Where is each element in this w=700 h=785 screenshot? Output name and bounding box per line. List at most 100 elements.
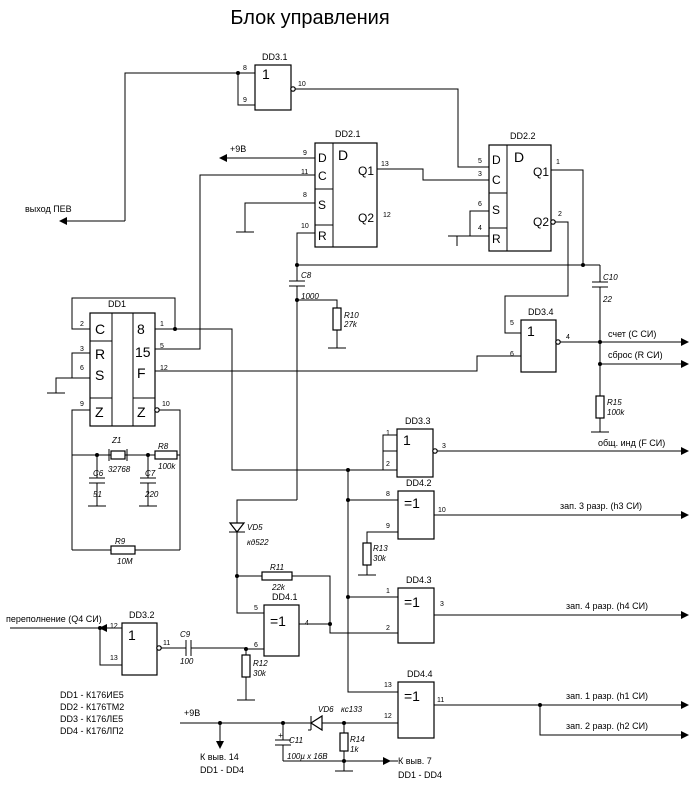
- flipflop-dd2-1-body: [314, 142, 378, 248]
- gate-dd4-2-symbol: =1: [404, 495, 420, 511]
- counter-dd1-name: DD1: [108, 299, 126, 309]
- wires: [10, 71, 689, 772]
- pin-label: 2: [386, 461, 390, 468]
- r11-value: 22k: [271, 583, 286, 592]
- gate-dd3-4-inversion: [555, 339, 561, 345]
- common-output-label: общ. инд (F СИ): [598, 438, 665, 448]
- h3-output-label: зап. 3 разр. (h3 СИ): [560, 501, 642, 511]
- gate-dd3-3-inversion: [432, 448, 438, 454]
- r9-value: 10M: [117, 557, 133, 566]
- gate-dd3-1-name: DD3.1: [262, 52, 288, 62]
- r12-value: 30k: [253, 669, 267, 678]
- pin-label: 10: [298, 81, 306, 88]
- c9-name: C9: [180, 630, 191, 639]
- legend-line: DD2 - К176ТМ2: [60, 702, 124, 712]
- gate-dd3-2: DD3.2 1 12 13 11: [110, 610, 170, 676]
- gate-dd3-4-name: DD3.4: [528, 307, 554, 317]
- r14-value: 1k: [350, 745, 359, 754]
- h2-output-label: зап. 2 разр. (h2 СИ): [566, 721, 648, 731]
- output-z-label: Z: [137, 404, 146, 420]
- gate-dd3-1-inversion: [290, 86, 296, 92]
- overflow-input-label: переполнение (Q4 СИ): [6, 614, 102, 624]
- legend-line: DD4 - К176ЛП2: [60, 726, 124, 736]
- pin-label: 10: [301, 223, 309, 230]
- h1-output-label: зап. 1 разр. (h1 СИ): [566, 691, 648, 701]
- pin-label: 12: [384, 713, 392, 720]
- legend-line: DD1 - К176ИЕ5: [60, 690, 124, 700]
- pin-label: 2: [386, 625, 390, 632]
- gate-dd4-4-symbol: =1: [404, 688, 420, 704]
- pin-label: 1: [386, 430, 390, 437]
- input-d-label: D: [318, 151, 327, 165]
- input-r-label: R: [318, 229, 327, 243]
- pin-label: 9: [80, 401, 84, 408]
- vd5-value: кд522: [247, 538, 269, 547]
- output-q1-label: Q1: [533, 165, 549, 179]
- pin-label: 10: [162, 401, 170, 408]
- pin14-label: К выв. 14: [200, 752, 239, 762]
- pin-label: 2: [80, 321, 84, 328]
- output-15-label: 15: [135, 344, 151, 360]
- pin-label: 5: [160, 343, 164, 350]
- gate-dd3-1-body: [254, 64, 292, 111]
- vd6-name: VD6: [318, 705, 334, 714]
- gate-dd3-4-symbol: 1: [527, 323, 535, 339]
- page-title: Блок управления: [230, 7, 389, 29]
- pin-label: 11: [301, 169, 308, 176]
- gate-dd3-3-body: [396, 428, 434, 478]
- pin14-chips-label: DD1 - DD4: [200, 765, 244, 775]
- gate-dd4-1-body: [263, 604, 300, 657]
- gate-dd4-4: DD4.4 =1 13 12 11: [384, 669, 444, 739]
- counter-dd1: DD1 C R S Z 8 15 F Z 2 3 6 9 1 5 12 10: [80, 299, 170, 427]
- vcc-top-label: +9В: [230, 144, 246, 154]
- gate-dd3-3-name: DD3.3: [405, 416, 431, 426]
- gate-dd3-4-body: [520, 319, 557, 373]
- pin-label: 12: [110, 623, 118, 630]
- pin-label: 9: [243, 97, 247, 104]
- flipflop-d-symbol: D: [338, 147, 348, 163]
- input-c-label: C: [95, 321, 105, 337]
- gate-dd3-2-inversion: [156, 645, 162, 651]
- c6-value: 51: [93, 490, 102, 499]
- pin-label: 6: [478, 201, 482, 208]
- input-r-label: R: [95, 346, 105, 362]
- gate-dd4-1: DD4.1 =1 5 6 4: [254, 592, 309, 657]
- inverted-output-marker: [154, 407, 160, 413]
- pin-label: 6: [510, 351, 514, 358]
- pin7-chips-label: DD1 - DD4: [398, 770, 442, 780]
- pin-label: 6: [80, 365, 84, 372]
- r11-name: R11: [270, 563, 284, 572]
- r12-name: R12: [253, 659, 268, 668]
- c8-name: C8: [301, 271, 312, 280]
- gate-dd4-1-name: DD4.1: [272, 592, 298, 602]
- counter-dd1-body: [89, 312, 156, 427]
- gate-dd3-2-name: DD3.2: [129, 610, 155, 620]
- input-c-label: C: [318, 169, 327, 183]
- r9-name: R9: [115, 537, 126, 546]
- gate-dd4-1-symbol: =1: [270, 613, 286, 629]
- r13-name: R13: [373, 544, 388, 553]
- pin-label: 12: [160, 365, 168, 372]
- gate-dd4-4-body: [397, 681, 435, 739]
- gate-dd3-1: DD3.1 1 8 9 10: [243, 52, 306, 111]
- pin-label: 12: [383, 212, 391, 219]
- output-f-label: F: [137, 365, 146, 381]
- gate-dd3-3: DD3.3 1 1 2 3: [386, 416, 446, 478]
- gate-dd4-2: DD4.2 =1 8 9 10: [386, 478, 446, 540]
- input-c-label: C: [492, 173, 501, 187]
- gate-dd3-2-symbol: 1: [128, 627, 136, 643]
- pin-label: 13: [384, 682, 392, 689]
- pin-label: 8: [243, 65, 247, 72]
- flipflop-dd2-2-name: DD2.2: [510, 131, 536, 141]
- component-labels: C8 1000 R10 27k C10 22 R15 100k Z1 32768…: [93, 271, 625, 761]
- pin-label: 5: [254, 605, 258, 612]
- c7-value: 220: [144, 490, 159, 499]
- c9-value: 100: [180, 657, 194, 666]
- output-q2-label: Q2: [358, 211, 374, 225]
- flipflop-dd2-1: DD2.1 D C S R D Q1 Q2 9 11 8 10 13 12: [301, 129, 391, 248]
- c10-value: 22: [602, 295, 612, 304]
- pin-label: 13: [110, 655, 118, 662]
- inverted-output-marker: [550, 219, 556, 225]
- gate-dd3-1-symbol: 1: [262, 66, 270, 82]
- pin-label: 11: [437, 697, 444, 704]
